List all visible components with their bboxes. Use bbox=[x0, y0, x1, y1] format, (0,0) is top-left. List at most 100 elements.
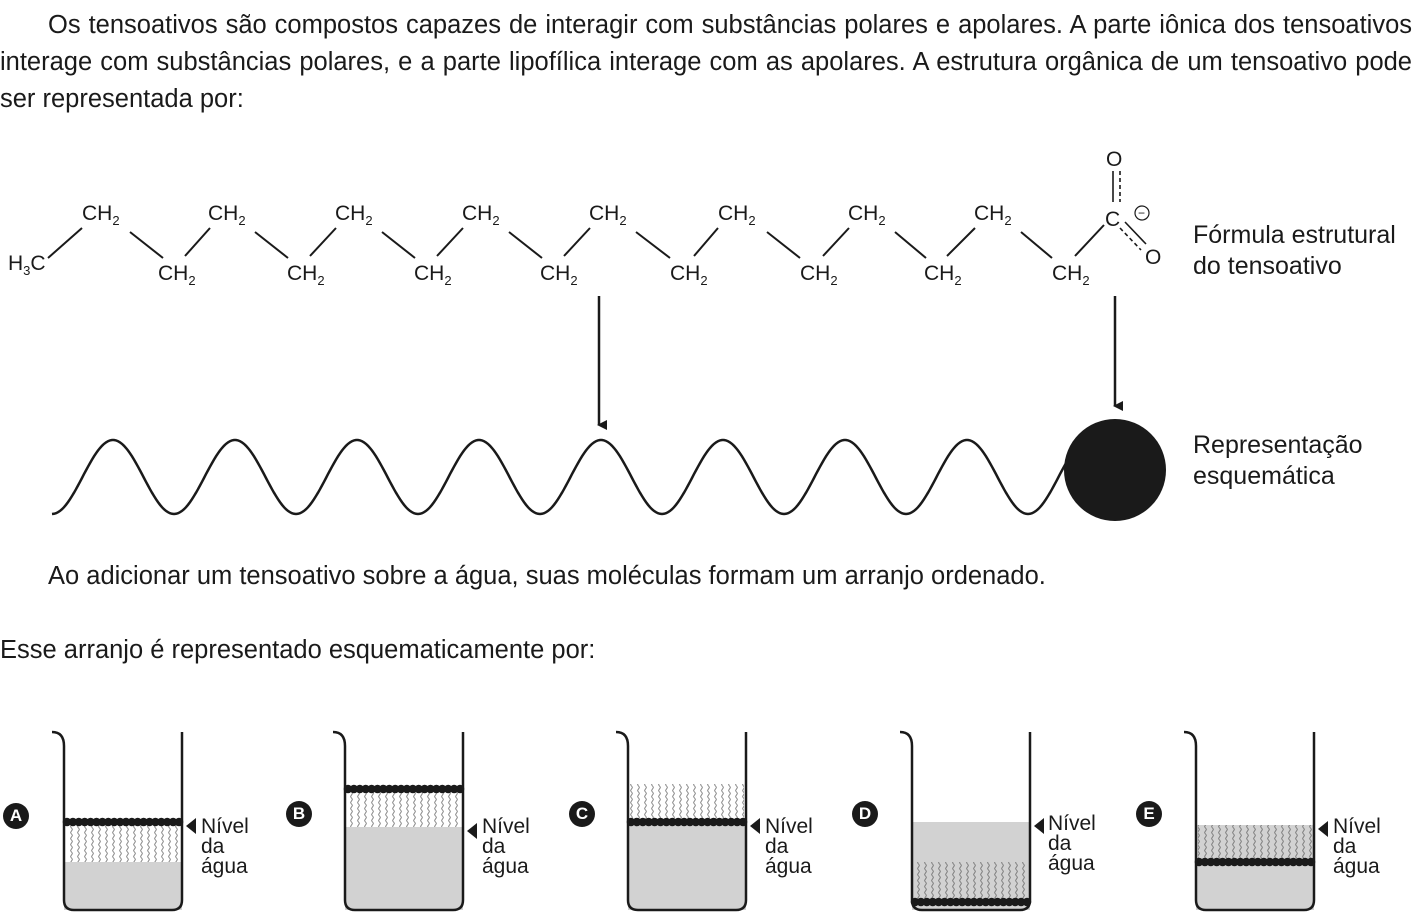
polar-head-dot bbox=[650, 817, 659, 827]
ch2-lower: CH2 bbox=[287, 262, 325, 288]
beaker bbox=[51, 730, 196, 912]
option-c-letter[interactable]: C bbox=[569, 801, 595, 827]
question-paragraph: Esse arranjo é representado esquematicam… bbox=[0, 636, 596, 664]
beaker-outline bbox=[1183, 730, 1316, 912]
polar-head-dot bbox=[174, 817, 184, 827]
ch2-lower: CH2 bbox=[670, 262, 708, 288]
polar-head-dot bbox=[1300, 857, 1310, 867]
polar-head-dot bbox=[145, 817, 154, 827]
carbon-chain-bonds bbox=[47, 224, 1105, 259]
polar-head-dot bbox=[685, 817, 695, 827]
formula-label: Fórmula estrutural do tensoativo bbox=[1193, 221, 1396, 280]
ch2-upper: CH2 bbox=[718, 202, 756, 228]
ch2-upper: CH2 bbox=[82, 202, 120, 228]
polar-head-dot bbox=[1005, 897, 1014, 907]
surfactant-tails bbox=[914, 862, 1028, 902]
option-e-letter[interactable]: E bbox=[1136, 801, 1162, 827]
polar-head-dot bbox=[367, 784, 376, 794]
polar-head-dot bbox=[1230, 857, 1239, 867]
polar-head-dot bbox=[62, 817, 72, 827]
ch2-lower: CH2 bbox=[800, 262, 838, 288]
polar-head-dot bbox=[656, 817, 665, 827]
option-d-letter[interactable]: D bbox=[852, 801, 878, 827]
polar-head-dot bbox=[455, 784, 465, 794]
polar-head-dot bbox=[732, 817, 742, 827]
polar-head-dot bbox=[969, 897, 979, 907]
ch2-upper: CH2 bbox=[974, 202, 1012, 228]
polar-head-dot bbox=[390, 784, 400, 794]
surfactant-tails bbox=[347, 789, 461, 827]
polar-head-dot bbox=[1277, 857, 1286, 867]
beaker-outline bbox=[51, 730, 184, 912]
polar-head-dot bbox=[157, 817, 166, 827]
beaker-outline bbox=[615, 730, 748, 912]
polar-head-dot bbox=[139, 817, 148, 827]
carboxyl-oxygen-right: O bbox=[1145, 246, 1161, 269]
polar-head-dot bbox=[999, 897, 1008, 907]
polar-head-dot bbox=[738, 817, 748, 827]
polar-head-dot bbox=[1241, 857, 1251, 867]
beaker bbox=[1183, 730, 1328, 912]
polar-head-dot bbox=[443, 784, 453, 794]
polar-head-dot bbox=[715, 817, 724, 827]
polar-head-dot bbox=[1200, 857, 1210, 867]
carboxylate-bonds bbox=[1112, 171, 1147, 251]
water-fill bbox=[345, 827, 463, 910]
polar-head-dot bbox=[151, 817, 160, 827]
carboxyl-carbon: C bbox=[1105, 208, 1120, 231]
polar-head-dot bbox=[993, 897, 1002, 907]
polar-head-dot bbox=[361, 784, 371, 794]
polar-head-dot bbox=[721, 817, 730, 827]
option-b-letter[interactable]: B bbox=[286, 801, 312, 827]
polar-head-dot bbox=[668, 817, 677, 827]
polar-head-dot bbox=[987, 897, 996, 907]
polar-head-dot bbox=[703, 817, 712, 827]
polar-head-dot bbox=[98, 817, 107, 827]
polar-head-dot bbox=[946, 897, 955, 907]
ch2-lower: CH2 bbox=[1052, 262, 1090, 288]
polar-head-dot bbox=[1022, 897, 1032, 907]
polar-head-dot bbox=[957, 897, 967, 907]
ch2-upper: CH2 bbox=[208, 202, 246, 228]
polar-head-dot bbox=[632, 817, 642, 827]
beaker-outline bbox=[332, 730, 465, 912]
beaker-options bbox=[51, 730, 1328, 912]
polar-head-dot bbox=[1253, 857, 1263, 867]
polar-head-dot bbox=[80, 817, 89, 827]
polar-head-dot bbox=[709, 817, 718, 827]
polar-head-dot bbox=[86, 817, 95, 827]
polar-head-dot bbox=[1306, 857, 1316, 867]
polar-head-circle bbox=[1064, 419, 1166, 521]
polar-head-dot bbox=[1010, 897, 1020, 907]
water-level-pointer-icon bbox=[750, 818, 760, 834]
polar-head-dot bbox=[349, 784, 359, 794]
polar-head-dot bbox=[426, 784, 435, 794]
polar-head-dot bbox=[1265, 857, 1274, 867]
polar-head-dot bbox=[127, 817, 137, 827]
middle-paragraph: Ao adicionar um tensoativo sobre a água,… bbox=[48, 562, 1046, 590]
water-level-pointer-icon bbox=[1318, 821, 1328, 837]
polar-head-dot bbox=[726, 817, 736, 827]
ch2-lower: CH2 bbox=[414, 262, 452, 288]
polar-head-dot bbox=[343, 784, 353, 794]
polar-head-dot bbox=[916, 897, 926, 907]
option-a-letter[interactable]: A bbox=[3, 803, 29, 829]
polar-head-dot bbox=[402, 784, 412, 794]
polar-head-dot bbox=[1294, 857, 1304, 867]
polar-head-dot bbox=[109, 817, 119, 827]
polar-head-dot bbox=[662, 817, 671, 827]
hydrophobic-tail-wave bbox=[51, 438, 1070, 516]
water-fill bbox=[64, 862, 182, 910]
surfactant-tails bbox=[1198, 825, 1312, 862]
polar-head-dot bbox=[104, 817, 113, 827]
ch2-lower: CH2 bbox=[924, 262, 962, 288]
surfactant-tails bbox=[66, 822, 180, 862]
polar-head-dot bbox=[1212, 857, 1221, 867]
polar-head-dot bbox=[414, 784, 424, 794]
polar-head-dot bbox=[373, 784, 382, 794]
